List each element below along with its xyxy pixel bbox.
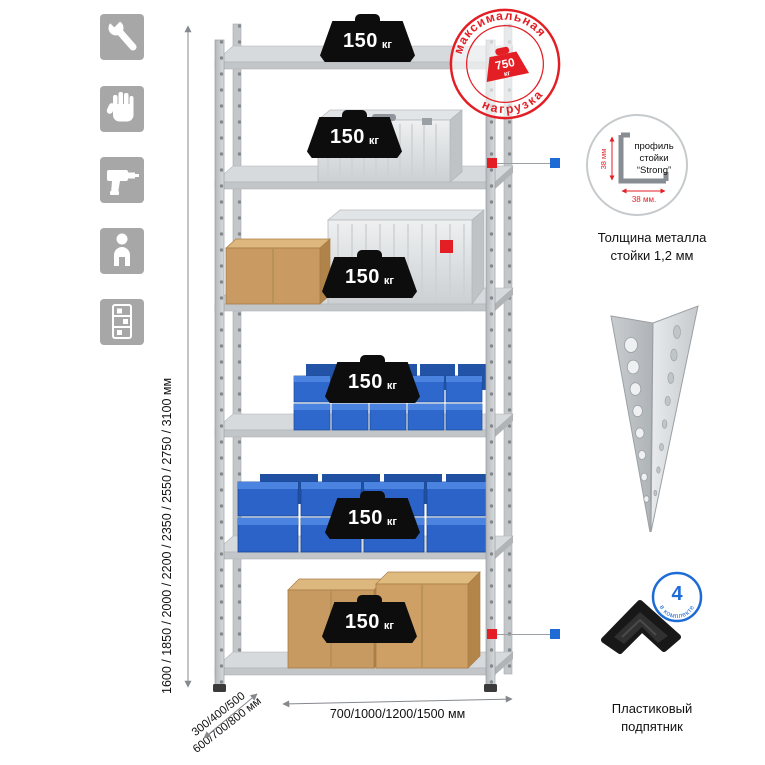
weight-knob — [357, 250, 382, 260]
glove-glyph — [106, 92, 134, 122]
post-holes-right — [653, 325, 681, 496]
load-value: 150 — [345, 611, 380, 633]
width-dimension-label: 700/1000/1200/1500 мм — [329, 707, 466, 721]
load-value: 150 — [343, 30, 378, 52]
weight-knob — [360, 491, 385, 501]
person-icon — [100, 228, 144, 274]
thickness-caption-line1: Толщина металла — [597, 230, 707, 245]
weight-knob — [355, 14, 380, 24]
weight-knob — [360, 355, 385, 365]
front-right-foot — [484, 684, 497, 692]
stamp-unit: кг — [503, 70, 511, 78]
foot-caption-line2: подпятник — [621, 719, 683, 734]
width-dim-line — [282, 695, 513, 708]
rack-glyph — [112, 304, 132, 339]
wrench-glyph — [108, 14, 137, 51]
case-red-logo — [440, 240, 453, 253]
load-unit: кг — [383, 620, 394, 632]
cardboard-box-shelf3 — [225, 238, 331, 305]
profile-angle-shape — [618, 135, 666, 184]
stamp-weight-knob — [495, 46, 510, 56]
post-profile-detail: 38 мм 38 мм. профиль стойки “Strong” — [586, 114, 688, 216]
cardboard-boxes-bottom — [287, 571, 481, 669]
weight-knob — [342, 110, 367, 120]
bottom-callout-blue-square — [550, 629, 560, 639]
stamp-weight-body — [486, 51, 530, 82]
profile-dim-horizontal: 38 мм. — [632, 195, 656, 204]
wrench-icon — [100, 14, 144, 60]
foot-badge-value: 4 — [671, 583, 683, 605]
depth-dim-line — [203, 693, 258, 739]
foot-count-badge: 4 в комплекте — [651, 571, 703, 623]
load-value: 150 — [348, 507, 383, 529]
top-callout-blue-square — [550, 158, 560, 168]
load-unit: кг — [386, 380, 397, 392]
load-unit: кг — [381, 39, 392, 51]
load-value: 150 — [345, 266, 380, 288]
load-value: 150 — [348, 371, 383, 393]
thickness-caption: Толщина металла стойки 1,2 мм — [572, 229, 732, 265]
max-load-stamp: максимальная нагрузка 750 кг — [444, 0, 561, 122]
bottom-callout-line — [490, 634, 556, 635]
front-left-foot — [213, 684, 226, 692]
top-callout-red-square — [487, 158, 497, 168]
foot-caption: Пластиковый подпятник — [572, 700, 732, 736]
profile-title-line1: профиль — [634, 141, 673, 152]
bottom-callout-red-square — [487, 629, 497, 639]
load-value: 150 — [330, 126, 365, 148]
thickness-caption-line2: стойки 1,2 мм — [610, 248, 694, 263]
glove-icon — [100, 86, 144, 132]
post-holes-left — [624, 337, 650, 503]
drill-icon — [100, 157, 144, 203]
foot-caption-line1: Пластиковый — [611, 701, 693, 716]
rack-photo-icon — [100, 299, 144, 345]
corner-post-image — [610, 305, 699, 533]
stamp-value: 750 — [494, 55, 517, 73]
load-unit: кг — [368, 135, 379, 147]
profile-title-line3: “Strong” — [637, 165, 671, 176]
profile-dim-vertical: 38 мм — [599, 149, 608, 170]
profile-title-line2: стойки — [639, 153, 668, 164]
top-callout-line — [490, 163, 556, 164]
weight-knob — [357, 595, 382, 605]
load-unit: кг — [383, 275, 394, 287]
plastic-foot-image — [601, 600, 681, 654]
drill-glyph — [107, 170, 139, 195]
load-unit: кг — [386, 516, 397, 528]
person-glyph — [114, 233, 130, 266]
